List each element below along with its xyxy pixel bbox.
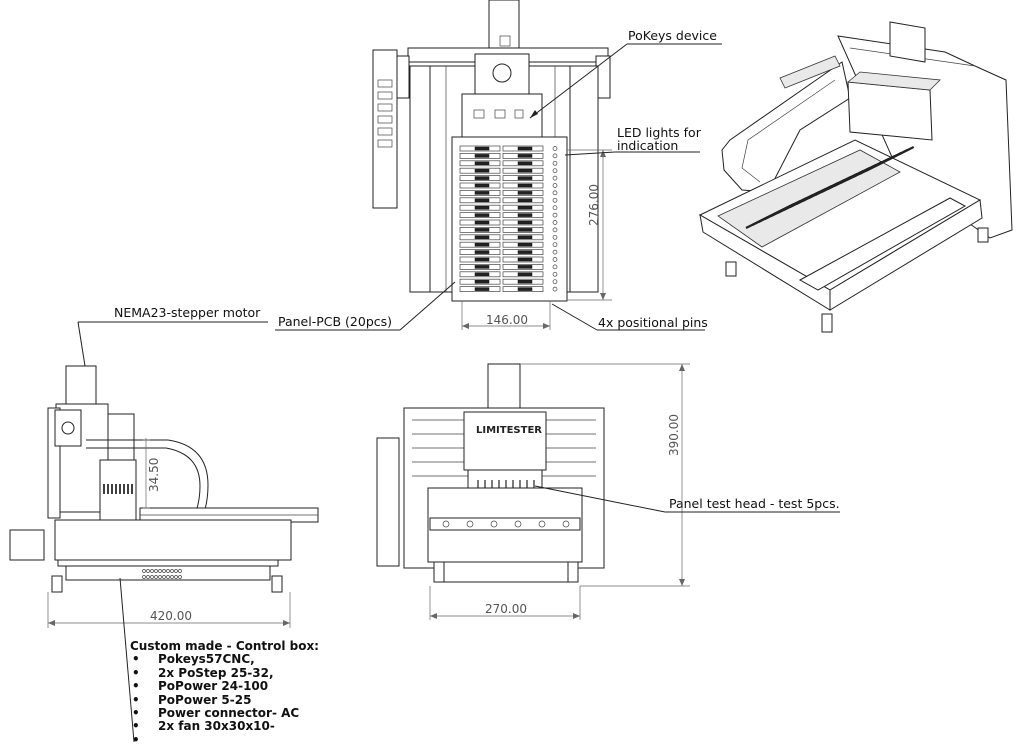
control-box-item: Power connector- AC bbox=[118, 706, 319, 721]
front-view bbox=[376, 363, 690, 620]
dim-34-5: 34.50 bbox=[147, 458, 161, 492]
label-positional-pins: 4x positional pins bbox=[598, 315, 708, 330]
label-led-indication: indication bbox=[617, 138, 678, 153]
control-box-list: Pokeys57CNC, 2x PoStep 25-32, PoPower 24… bbox=[118, 652, 319, 747]
control-box-item: 2x PoStep 25-32, bbox=[118, 666, 319, 681]
dim-146: 146.00 bbox=[486, 313, 528, 327]
heatsink-fins bbox=[103, 484, 133, 494]
brand-logo-front: LIMITESTER bbox=[476, 425, 542, 436]
panel-pcb-array bbox=[459, 145, 558, 292]
panel-pcb-row bbox=[442, 520, 570, 528]
control-box-title: Custom made - Control box: bbox=[130, 639, 319, 653]
iso-pcb-array bbox=[745, 146, 915, 229]
dim-270: 270.00 bbox=[485, 602, 527, 616]
label-panel-test-head: Panel test head - test 5pcs. bbox=[669, 496, 840, 511]
isometric-view bbox=[698, 21, 1013, 333]
control-box-vents bbox=[142, 569, 182, 579]
control-box-item: Pokeys57CNC, bbox=[118, 652, 319, 667]
callout-leaders bbox=[77, 43, 840, 743]
label-panel-pcb: Panel-PCB (20pcs) bbox=[278, 314, 392, 329]
top-view bbox=[372, 0, 612, 330]
control-box-item: PoPower 5-25 bbox=[118, 693, 319, 708]
control-box-notes: Custom made - Control box: Pokeys57CNC, … bbox=[118, 639, 319, 747]
label-pokeys-device: PoKeys device bbox=[628, 28, 717, 43]
label-nema23: NEMA23-stepper motor bbox=[114, 305, 261, 320]
control-box-item: PoPower 24-100 bbox=[118, 679, 319, 694]
control-box-item: 2x fan 30x30x10- bbox=[118, 720, 319, 735]
dim-420: 420.00 bbox=[150, 609, 192, 623]
side-view bbox=[9, 365, 319, 628]
label-led-lights: LED lights for bbox=[617, 125, 702, 140]
dim-276: 276.00 bbox=[587, 184, 601, 226]
dim-390: 390.00 bbox=[667, 414, 681, 456]
